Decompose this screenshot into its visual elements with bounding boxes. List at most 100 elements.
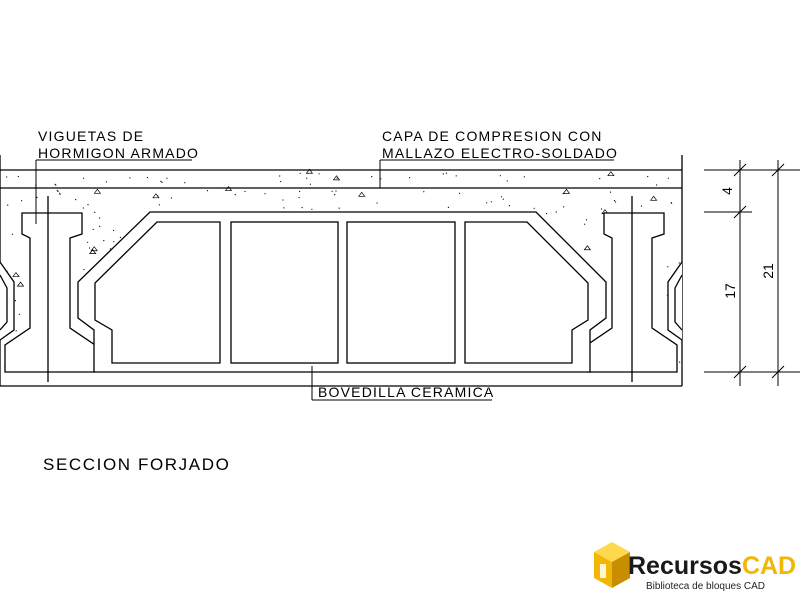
aggregate-dot xyxy=(161,181,163,183)
aggregate-dot xyxy=(21,200,23,202)
dimension-top-slab: 4 xyxy=(719,187,735,195)
aggregate-dot xyxy=(83,177,85,179)
aggregate-dot xyxy=(318,173,320,175)
aggregate-dot xyxy=(36,196,38,198)
ceramic-block xyxy=(77,211,607,373)
aggregate-dot xyxy=(94,211,96,213)
aggregate-dot xyxy=(486,202,488,204)
aggregate-dot xyxy=(615,201,617,203)
aggregate-dot xyxy=(129,177,131,179)
aggregate-dot xyxy=(279,175,281,177)
topping-label-leader xyxy=(379,159,614,188)
aggregate-dot xyxy=(490,201,492,203)
aggregate-dot xyxy=(7,204,9,206)
aggregate-dot xyxy=(58,192,61,194)
aggregate-dot xyxy=(146,176,148,179)
aggregate-dot xyxy=(99,217,101,219)
aggregate-dot xyxy=(609,191,612,193)
aggregate-dot xyxy=(11,233,14,235)
aggregate-stone xyxy=(93,188,102,194)
aggregate-stone xyxy=(607,171,615,177)
aggregate-dot xyxy=(59,193,61,195)
aggregate-dot xyxy=(105,181,107,183)
aggregate-dot xyxy=(301,207,303,209)
aggregate-dot xyxy=(160,180,162,182)
aggregate-dot xyxy=(14,300,16,302)
aggregate-stone xyxy=(90,246,98,252)
aggregate-dot xyxy=(99,225,101,227)
aggregate-dot xyxy=(311,208,313,210)
aggregate-dot xyxy=(17,175,19,178)
aggregate-dot xyxy=(667,177,669,179)
aggregate-dot xyxy=(599,178,601,180)
aggregate-stone xyxy=(16,281,25,287)
aggregate-stone xyxy=(562,188,571,194)
aggregate-dot xyxy=(423,191,425,193)
aggregate-dot xyxy=(206,190,209,192)
aggregate-stone xyxy=(332,175,341,181)
aggregate-dot xyxy=(6,176,8,178)
aggregate-dot xyxy=(500,196,503,198)
aggregate-dot xyxy=(89,247,91,249)
block-label: BOVEDILLA CERAMICA xyxy=(318,384,494,400)
aggregate-dot xyxy=(338,207,340,209)
aggregate-dot xyxy=(56,189,58,191)
aggregate-dot xyxy=(585,219,588,221)
aggregate-dot xyxy=(283,207,285,209)
recursoscad-logo: RecursosCAD Biblioteca de bloques CAD xyxy=(594,542,796,592)
aggregate-dot xyxy=(335,190,337,192)
aggregate-dot xyxy=(371,176,373,178)
aggregate-dot xyxy=(562,193,564,195)
aggregate-dot xyxy=(57,190,59,192)
aggregate-dot xyxy=(640,205,643,207)
aggregate-dot xyxy=(119,236,121,238)
logo-tagline: Biblioteca de bloques CAD xyxy=(646,581,765,592)
aggregate-dot xyxy=(280,180,282,183)
aggregate-dot xyxy=(584,223,586,225)
aggregate-dot xyxy=(445,172,447,174)
aggregate-dot xyxy=(613,200,616,202)
aggregate-dot xyxy=(184,182,186,184)
aggregate-dot xyxy=(87,204,89,206)
right-edge-block xyxy=(667,261,683,341)
aggregate-dot xyxy=(508,205,510,207)
logo-brand-part1: Recursos xyxy=(628,552,742,580)
aggregate-dot xyxy=(83,268,85,271)
aggregate-dot xyxy=(299,172,301,174)
aggregate-dot xyxy=(306,177,308,179)
aggregate-dot xyxy=(459,192,461,194)
aggregate-dot xyxy=(600,208,603,210)
aggregate-dot xyxy=(264,193,266,195)
aggregate-dot xyxy=(563,206,565,208)
aggregate-dot xyxy=(244,190,246,193)
aggregate-dot xyxy=(442,173,444,175)
aggregate-dot xyxy=(455,175,457,177)
dimension-total-depth: 21 xyxy=(760,263,776,279)
aggregate-dot xyxy=(166,177,168,179)
aggregate-dot xyxy=(336,177,338,179)
topping-label-line1: CAPA DE COMPRESION CON xyxy=(382,128,603,144)
aggregate-dot xyxy=(158,204,160,206)
logo-brand-part2: CAD xyxy=(742,552,796,580)
right-joist xyxy=(586,196,678,382)
aggregate-dot xyxy=(82,207,84,209)
aggregate-stone xyxy=(305,168,314,174)
aggregate-stone xyxy=(12,271,20,277)
slab-outline xyxy=(0,155,683,387)
dimension-lines xyxy=(704,160,800,386)
aggregate-dot xyxy=(18,313,20,315)
aggregate-dot xyxy=(55,184,57,186)
aggregate-stone xyxy=(152,193,160,199)
section-title: SECCION FORJADO xyxy=(43,455,230,474)
aggregate-dot xyxy=(75,199,77,201)
aggregate-dot xyxy=(15,330,17,332)
joist-label-line2: HORMIGON ARMADO xyxy=(38,145,199,161)
aggregate-dot xyxy=(667,266,669,268)
aggregate-dot xyxy=(656,184,658,186)
aggregate-dot xyxy=(376,202,378,204)
aggregate-dot xyxy=(523,176,526,178)
aggregate-stone xyxy=(649,195,658,201)
aggregate-stone xyxy=(583,245,592,251)
